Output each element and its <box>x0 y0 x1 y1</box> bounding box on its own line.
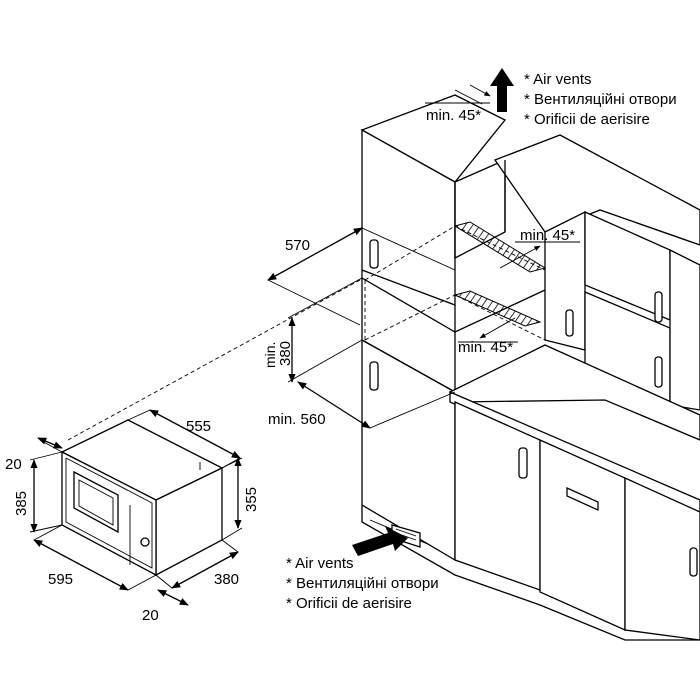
drawer-handle <box>566 486 599 512</box>
wall-cabinet-door-3 <box>669 248 700 411</box>
dim-frame-bottom: 20 <box>142 607 159 624</box>
dim-niche-height: 380 <box>277 341 294 366</box>
niche-dimensions: 570 min. 380 min. 560 min. 45* min. 45* … <box>262 84 580 429</box>
kitchen-cabinets <box>360 94 700 641</box>
vent-notes-top: * Air vents * Вентиляційні отвори * Orif… <box>524 71 677 128</box>
arrow-right-icon <box>352 526 408 556</box>
dim-niche-width: min. 560 <box>268 411 326 428</box>
handle <box>565 309 574 337</box>
note-bottom-line-3: * Orificii de aerisire <box>286 595 412 612</box>
note-top-line-3: * Orificii de aerisire <box>524 111 650 128</box>
dim-height-inner: 355 <box>243 487 260 512</box>
handle <box>518 447 528 479</box>
vent-gaps <box>453 221 547 327</box>
dim-vent-gap-upper: min. 45* <box>520 227 575 244</box>
base-unit-3 <box>624 476 700 641</box>
dim-appliance-depth: 555 <box>186 418 211 435</box>
appliance-dimensions: 555 20 385 355 595 380 20 <box>5 409 260 624</box>
dim-cabinet-depth: 570 <box>285 237 310 254</box>
upper-vent-gap <box>453 221 547 273</box>
note-top-line-1: * Air vents <box>524 71 592 88</box>
dim-appliance-width: 595 <box>48 571 73 588</box>
arrow-up-icon <box>490 68 514 112</box>
note-bottom-line-1: * Air vents <box>286 555 354 572</box>
dim-frame-top: 20 <box>5 456 22 473</box>
lower-vent-gap <box>453 290 542 327</box>
appliance-window <box>73 470 119 534</box>
note-bottom-line-2: * Вентиляційні отвори <box>286 575 439 592</box>
handle <box>369 361 379 391</box>
dim-vent-gap-top: min. 45* <box>426 107 481 124</box>
note-top-line-2: * Вентиляційні отвори <box>524 91 677 108</box>
control-knob <box>140 537 150 547</box>
handle <box>369 239 379 269</box>
vent-notes-bottom: * Air vents * Вентиляційні отвори * Orif… <box>286 555 439 612</box>
dim-vent-gap-lower: min. 45* <box>458 339 513 356</box>
handle <box>654 356 663 388</box>
appliance <box>60 419 224 577</box>
dim-niche-height-label: min. <box>262 342 278 368</box>
dim-body-depth: 380 <box>214 571 239 588</box>
niche-outline <box>67 225 546 441</box>
handle <box>689 547 698 577</box>
handle <box>654 291 663 323</box>
dim-height-outer: 385 <box>13 491 30 516</box>
